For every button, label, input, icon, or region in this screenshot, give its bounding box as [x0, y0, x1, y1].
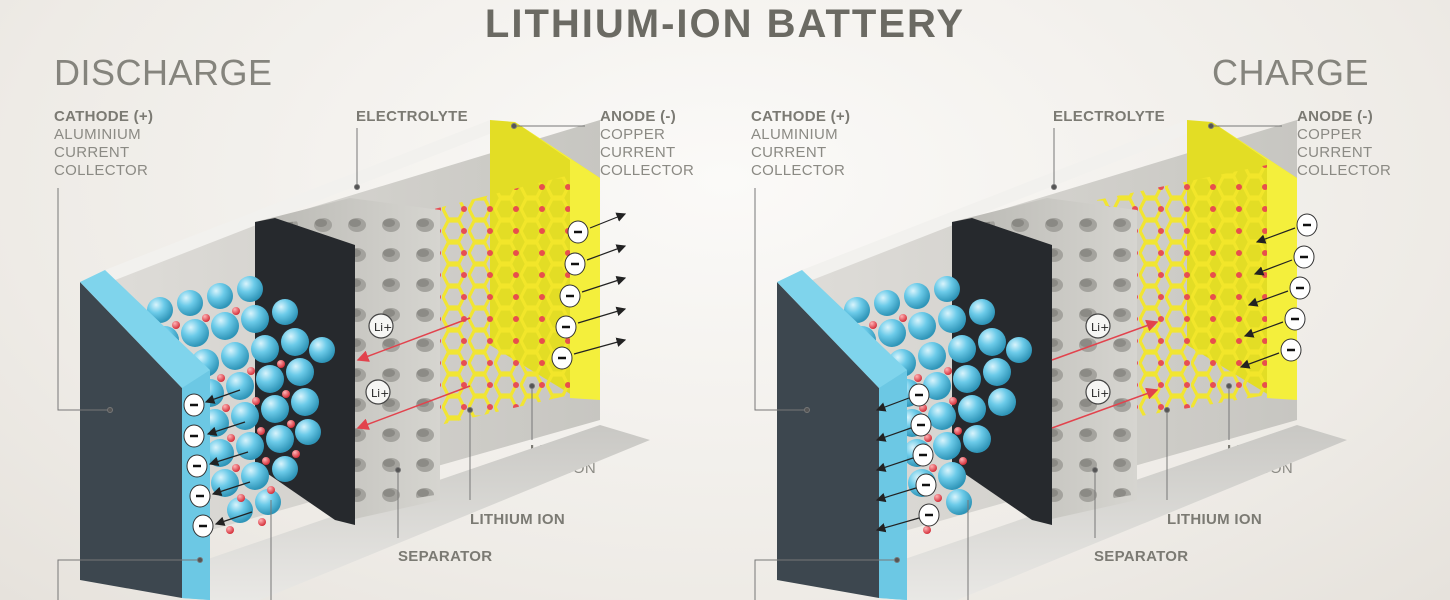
discharge-heading: DISCHARGE — [54, 52, 273, 93]
anode-label-title: ANODE (-) — [1297, 108, 1374, 125]
diagram-title: LITHIUM-ION BATTERY — [484, 2, 966, 46]
anode-label: ANODE (-) COPPER CURRENT COLLECTOR — [1297, 108, 1391, 180]
cathode-collector-face — [879, 370, 907, 600]
discharge-battery: Li+ Li+ — [57, 120, 650, 600]
cathode-label-line: ALUMINIUM — [751, 126, 838, 143]
electrolyte-label: ELECTROLYTE — [356, 108, 468, 125]
cathode-electrons — [183, 389, 253, 538]
cathode-label-line: CURRENT — [751, 144, 827, 161]
carbon-lattice — [430, 175, 570, 425]
cathode-plate-front — [777, 282, 879, 598]
cathode-label-title: CATHODE (+) — [751, 108, 851, 125]
anode-label-line: COLLECTOR — [600, 162, 695, 179]
cathode-label-line: COLLECTOR — [54, 162, 149, 179]
separator-label: SEPARATOR — [1094, 548, 1189, 565]
charge-heading: CHARGE — [1212, 52, 1370, 93]
anode-label: ANODE (-) COPPER CURRENT COLLECTOR — [600, 108, 694, 180]
cell-floor — [205, 425, 650, 600]
cathode-label-line: COLLECTOR — [751, 162, 846, 179]
ion-symbol: Li+ — [1091, 321, 1109, 334]
anode-label-line: CURRENT — [600, 144, 676, 161]
carbon-lattice — [1097, 165, 1267, 420]
anode-label-line: COPPER — [1297, 126, 1363, 143]
anode-label-title: ANODE (-) — [600, 108, 677, 125]
cathode-label: CATHODE (+) ALUMINIUM CURRENT COLLECTOR — [751, 108, 850, 180]
cathode-label-title: CATHODE (+) — [54, 108, 154, 125]
anode-label-line: CURRENT — [1297, 144, 1373, 161]
cathode-label: CATHODE (+) ALUMINIUM CURRENT COLLECTOR — [54, 108, 153, 180]
charge-battery: Li+ Li+ — [754, 120, 1347, 600]
cathode-electrons — [875, 383, 940, 533]
lithium-ion-particles: Li+ Li+ — [1051, 313, 1159, 429]
lithium-ion-label: LITHIUM ION — [1167, 511, 1262, 528]
cathode-collector — [777, 270, 907, 600]
cell-floor — [902, 425, 1347, 600]
ion-symbol: Li+ — [374, 321, 392, 334]
cathode-label-line: ALUMINIUM — [54, 126, 141, 143]
cell-top-rim — [802, 120, 1207, 282]
cathode-label-line: CURRENT — [54, 144, 130, 161]
electrolyte-label: ELECTROLYTE — [1053, 108, 1165, 125]
anode-electrons — [1239, 213, 1318, 369]
anode-collector — [515, 122, 600, 400]
label-leader-lines — [754, 123, 1282, 600]
cathode-plate-front — [80, 282, 182, 598]
ion-symbol: Li+ — [1091, 387, 1109, 400]
separator-label: SEPARATOR — [398, 548, 493, 565]
cell-top-rim — [105, 120, 510, 282]
lithium-ion-particles: Li+ Li+ — [356, 313, 471, 430]
lithium-ion-label: LITHIUM ION — [470, 511, 565, 528]
cathode-spheres — [844, 276, 1032, 534]
ion-symbol: Li+ — [371, 387, 389, 400]
anode-collector — [1212, 122, 1297, 400]
anode-electrons — [551, 212, 627, 370]
label-leader-lines — [57, 123, 585, 600]
anode-label-line: COPPER — [600, 126, 666, 143]
cathode-collector — [80, 270, 210, 600]
anode-label-line: COLLECTOR — [1297, 162, 1392, 179]
